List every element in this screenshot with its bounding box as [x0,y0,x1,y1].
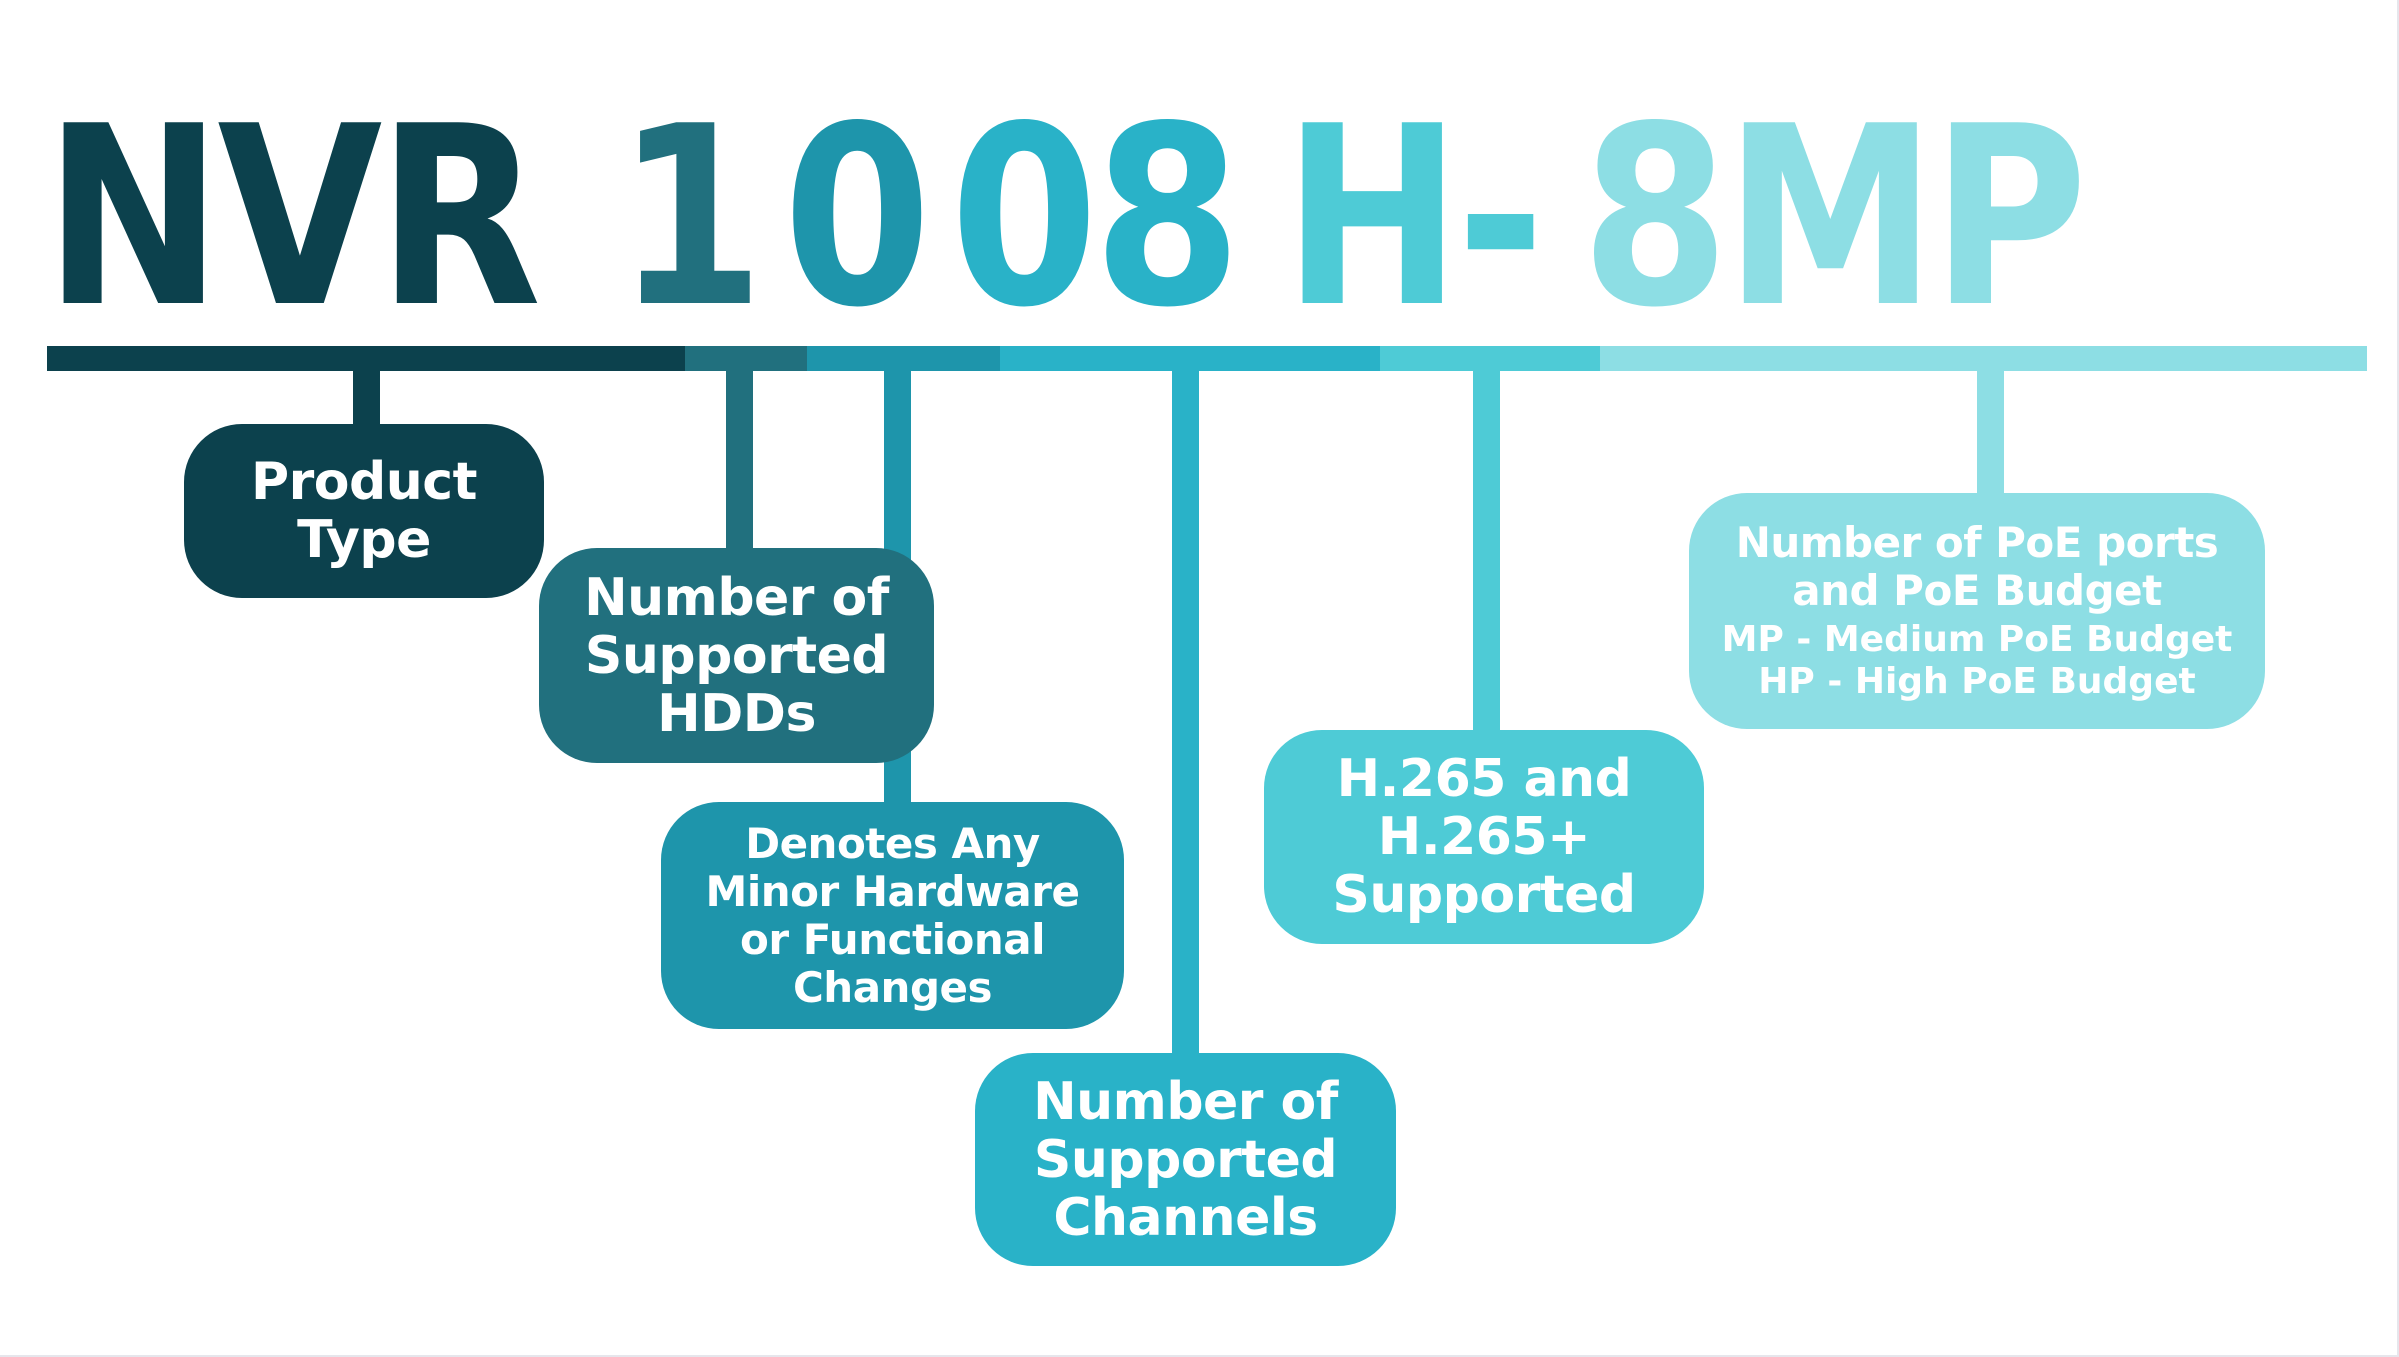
label-revision: Denotes Any Minor Hardware or Functional… [661,802,1124,1029]
label-line: Supported [1332,865,1636,925]
bar-segment-codec [1380,346,1600,371]
label-line: Product [251,452,477,512]
code-part-channels: 08 [949,74,1242,362]
code-part-poe: 8MP [1581,74,2088,362]
connector-poe [1977,371,2004,496]
label-line: Denotes Any [745,818,1040,868]
label-line: Type [297,510,431,570]
label-line: Channels [1053,1187,1318,1248]
label-line: Supported [584,625,889,686]
label-line: Number of PoE ports [1735,518,2219,567]
label-sub-line: HP - High PoE Budget [1758,661,2196,702]
label-line: HDDs [657,683,816,744]
label-channels: Number of Supported Channels [975,1053,1396,1266]
label-line: Minor Hardware [705,866,1080,916]
code-part-nvr: NVR [44,74,541,362]
bar-segment-poe [1600,346,2367,371]
bar-segment-product [47,346,685,371]
label-poe: Number of PoE ports and PoE Budget MP - … [1689,493,2265,729]
label-line: H.265+ [1377,807,1591,867]
label-codec: H.265 and H.265+ Supported [1264,730,1704,944]
code-part-revision: 0 [783,74,931,362]
bar-segment-hdd [685,346,807,371]
bar-segment-revision [807,346,1000,371]
label-line: or Functional [740,914,1045,964]
label-hdds: Number of Supported HDDs [539,548,934,763]
label-line: Supported [1033,1129,1338,1190]
label-line: H.265 and [1336,749,1632,809]
label-line: Number of [584,567,889,628]
label-line: and PoE Budget [1792,566,2162,615]
label-sub-line: MP - Medium PoE Budget [1721,619,2233,660]
label-line: Changes [792,962,993,1012]
bar-segment-channels [1000,346,1380,371]
model-code-title: NVR 1 0 08 H- 8MP [44,94,2164,342]
label-line: Number of [1033,1071,1338,1132]
connector-hdd [726,371,753,551]
connector-product [353,371,380,426]
code-part-codec: H- [1282,74,1545,362]
connector-codec [1473,371,1500,733]
label-product-type: Product Type [184,424,544,598]
connector-channels [1172,371,1199,1056]
code-part-hdd: 1 [616,74,764,362]
